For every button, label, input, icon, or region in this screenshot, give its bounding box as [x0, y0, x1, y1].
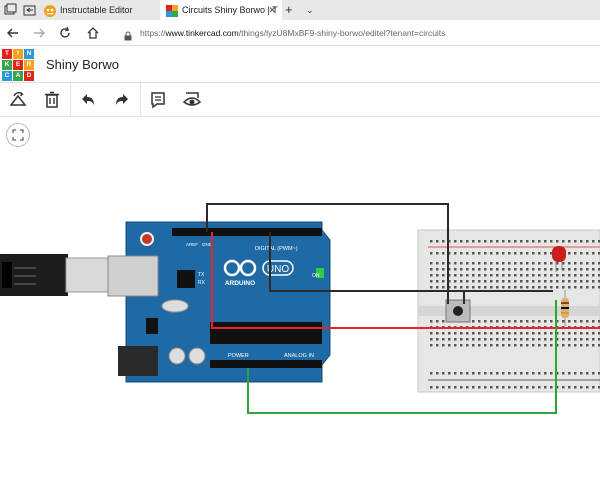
- tab-label: Circuits Shiny Borwo | T: [182, 5, 278, 15]
- red-wire-5v[interactable]: [211, 232, 600, 329]
- circuit-drawing: UNO ARDUINO ON TX RX DIGITAL (PWM~) POWE…: [0, 203, 600, 414]
- resistor[interactable]: [561, 290, 569, 326]
- aref-label: AREF: [186, 242, 198, 247]
- tab-preview-icon[interactable]: [2, 2, 18, 18]
- url-path: /things/lyzU8MxBF9-shiny-borwo/editel?te…: [238, 28, 446, 38]
- fit-view-icon: [12, 129, 24, 141]
- lock-icon: [123, 28, 133, 41]
- tinkercad-logo[interactable]: T I N K E R C A D: [2, 49, 34, 81]
- breadboard[interactable]: [417, 229, 600, 393]
- set-aside-tabs-icon[interactable]: [22, 2, 38, 18]
- black-wire-gnd[interactable]: [206, 203, 449, 304]
- url-host: www.tinkercad.com: [165, 28, 239, 38]
- arduino-infinity-logo: [223, 259, 257, 277]
- rotate-icon[interactable]: [8, 90, 28, 110]
- tab-instructable-editor[interactable]: Instructable Editor: [38, 0, 158, 20]
- new-tab-button[interactable]: +: [285, 2, 293, 17]
- view-notes-eye-icon[interactable]: [182, 90, 202, 110]
- tx-label: TX: [198, 272, 205, 278]
- digital-header-label: DIGITAL (PWM~): [255, 246, 298, 252]
- browser-tab-bar: Instructable Editor Circuits Shiny Borwo…: [0, 0, 600, 20]
- home-icon[interactable]: [84, 24, 102, 42]
- green-wire-signal[interactable]: [247, 300, 557, 414]
- back-icon[interactable]: [4, 24, 22, 42]
- tinkercad-favicon-icon: [166, 4, 178, 17]
- tab-list-chevron-icon[interactable]: ⌄: [306, 5, 314, 15]
- arduino-uno-board[interactable]: UNO ARDUINO ON TX RX DIGITAL (PWM~) POWE…: [107, 221, 331, 383]
- toolbar-divider: [70, 83, 71, 117]
- instructables-favicon-icon: [44, 4, 56, 17]
- breadboard-holes: [430, 240, 600, 389]
- board-brand-label: ARDUINO: [225, 280, 255, 287]
- notes-icon[interactable]: [148, 90, 168, 110]
- power-header-label: POWER: [228, 353, 249, 359]
- gnd-label: GND: [202, 242, 213, 247]
- url-field[interactable]: https://www.tinkercad.com/things/lyzU8Mx…: [118, 23, 600, 43]
- on-led-label: ON: [312, 273, 320, 279]
- close-tab-icon[interactable]: ✕: [268, 5, 276, 15]
- refresh-icon[interactable]: [56, 24, 74, 42]
- zoom-to-fit-button[interactable]: [6, 123, 30, 147]
- red-led[interactable]: [552, 246, 566, 272]
- app-header: T I N K E R C A D Shiny Borwo: [0, 46, 600, 83]
- tab-label: Instructable Editor: [60, 5, 133, 15]
- black-wire-pin2[interactable]: [269, 232, 465, 304]
- rx-label: RX: [198, 280, 206, 286]
- circuit-toolbar: [0, 83, 600, 117]
- design-title[interactable]: Shiny Borwo: [46, 57, 119, 72]
- analog-header-label: ANALOG IN: [284, 353, 314, 359]
- black-wire-led[interactable]: [418, 290, 553, 292]
- usb-cable[interactable]: [0, 254, 109, 296]
- undo-icon[interactable]: [78, 90, 98, 110]
- tab-circuits[interactable]: Circuits Shiny Borwo | T ✕: [160, 0, 282, 20]
- redo-icon[interactable]: [112, 90, 132, 110]
- delete-icon[interactable]: [42, 90, 62, 110]
- circuit-canvas[interactable]: UNO ARDUINO ON TX RX DIGITAL (PWM~) POWE…: [0, 117, 600, 500]
- board-model-label: UNO: [267, 264, 289, 275]
- forward-icon[interactable]: [30, 24, 48, 42]
- url-scheme: https://: [140, 28, 166, 38]
- toolbar-divider: [140, 83, 141, 117]
- address-bar-row: https://www.tinkercad.com/things/lyzU8Mx…: [0, 20, 600, 46]
- pushbutton[interactable]: [445, 299, 471, 323]
